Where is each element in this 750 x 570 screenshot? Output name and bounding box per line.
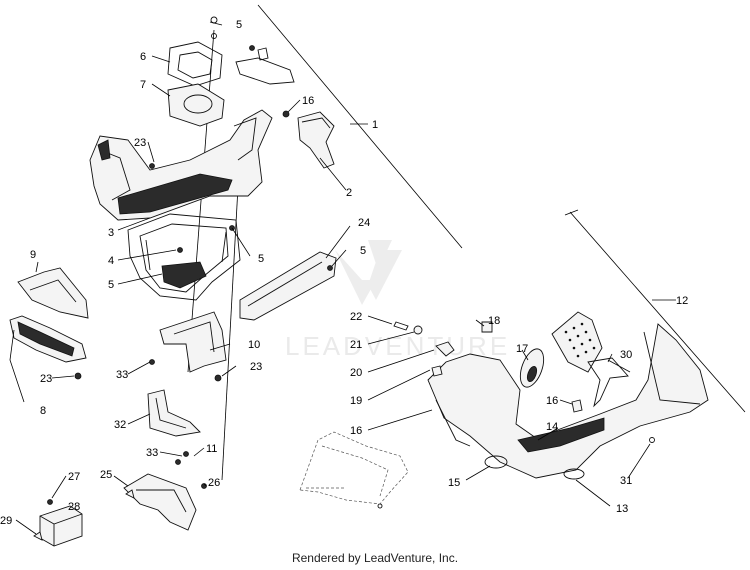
callout-26: 26 [208,477,220,489]
callout-21: 21 [350,339,362,351]
callout-17: 17 [516,343,528,355]
callout-11: 11 [206,443,217,455]
callout-16-top: 16 [302,95,314,107]
lower-cover [123,473,197,531]
mounting-plate [167,83,225,127]
callout-5-lower: 5 [108,279,114,291]
callout-24: 24 [358,217,370,229]
callout-7: 7 [140,79,146,91]
assembly-bracket-1 [257,4,463,249]
callout-22: 22 [350,311,362,323]
callout-10: 10 [248,339,260,351]
callouts: 5 6 7 16 1 23 2 3 24 9 4 5 5 5 12 22 18 … [0,19,688,527]
main-upper-panel [89,109,273,221]
callout-16-lower: 16 [350,425,362,437]
callout-33-upper: 33 [116,369,128,381]
callout-23-upper: 23 [134,137,146,149]
callout-30: 30 [620,349,632,361]
callout-13: 13 [616,503,628,515]
callout-5-top: 5 [236,19,242,31]
electronic-module [39,499,83,547]
perforated-grille [551,311,603,373]
handle-bracket [297,111,335,169]
oval-emblem [519,348,545,388]
callout-33-lower: 33 [146,447,158,459]
gasket-ring [167,41,223,87]
lower-frame [127,213,241,301]
top-bracket [210,16,295,85]
callout-9: 9 [30,249,36,261]
callout-28: 28 [68,501,80,513]
callout-16-right: 16 [546,395,558,407]
front-body-assembly [427,323,709,480]
ghost-frame [299,431,409,505]
callout-20: 20 [350,367,362,379]
callout-27: 27 [68,471,80,483]
assembly-bracket-12 [564,209,746,413]
small-bracket [147,389,201,437]
callout-32: 32 [114,419,126,431]
support-bracket [587,357,631,408]
callout-12: 12 [676,295,688,307]
callout-14: 14 [546,421,558,433]
callout-31: 31 [620,475,632,487]
callout-6: 6 [140,51,146,63]
callout-18: 18 [488,315,500,327]
callout-5-right: 5 [360,245,366,257]
callout-19: 19 [350,395,362,407]
leader-lines [9,21,676,535]
callout-2: 2 [346,187,352,199]
callout-15: 15 [448,477,460,489]
callout-5-mid: 5 [258,253,264,265]
center-plate [159,311,227,373]
callout-23-center: 23 [250,361,262,373]
callout-25: 25 [100,469,112,481]
render-credit: Rendered by LeadVenture, Inc. [291,551,459,565]
callout-4: 4 [108,255,114,267]
guide-line-right [221,149,241,481]
lower-side-panel [9,315,87,363]
callout-29: 29 [0,515,12,527]
guide-line-left [187,29,215,373]
callout-8: 8 [40,405,46,417]
callout-3: 3 [108,227,114,239]
callout-23-left: 23 [40,373,52,385]
callout-1: 1 [372,119,378,131]
fasteners-right [33,321,655,541]
long-strip [239,251,337,321]
side-panel [17,267,89,319]
